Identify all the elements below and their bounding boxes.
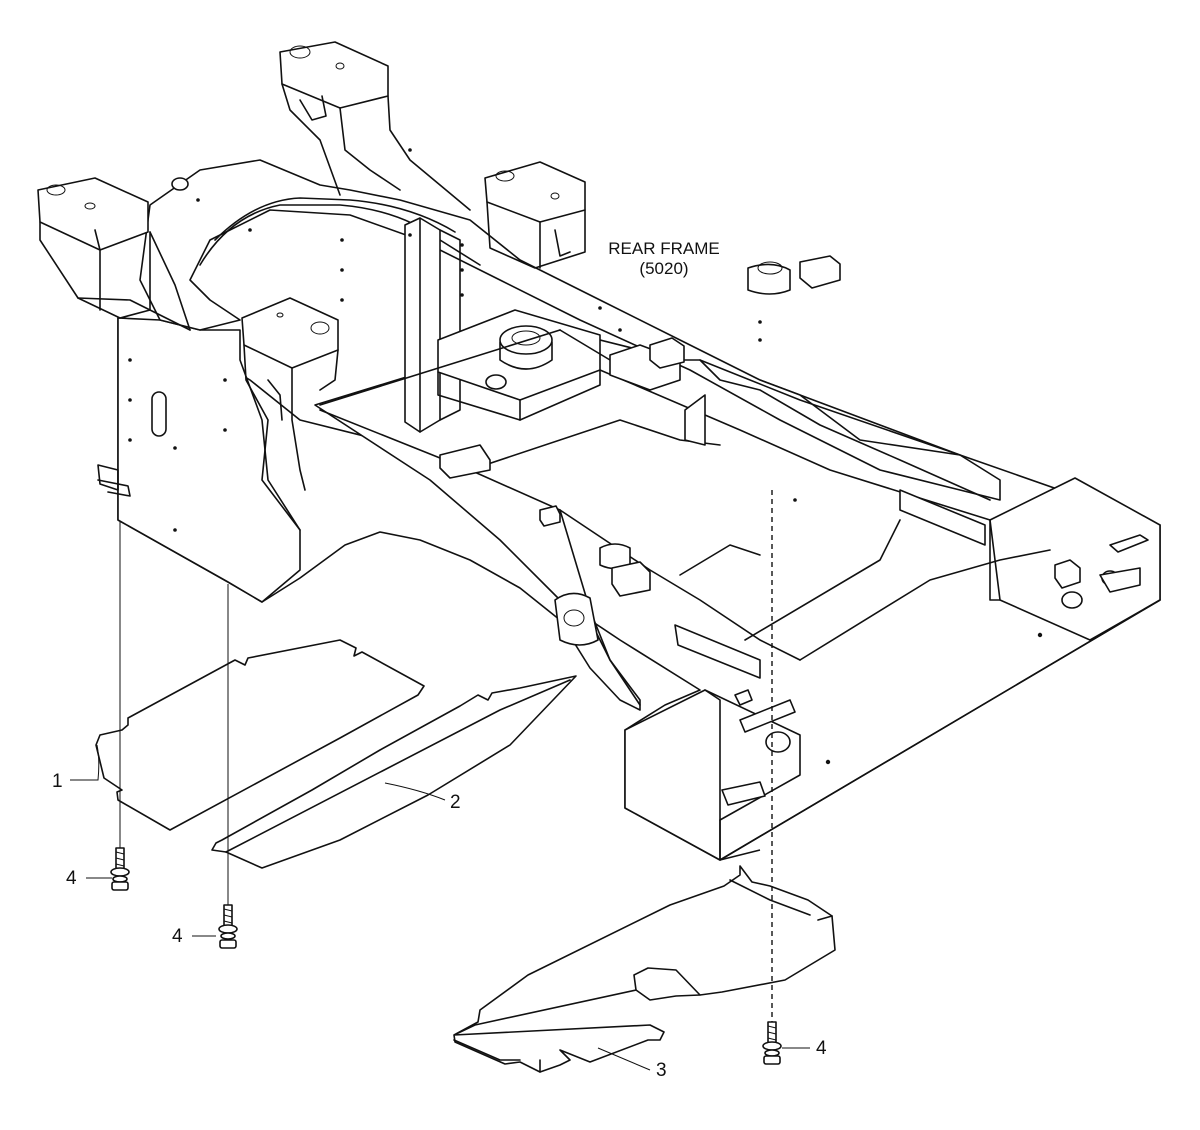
- bolt-4-left: [110, 847, 130, 891]
- rail-brackets: [439, 255, 1149, 861]
- mount-block-left: [37, 177, 191, 331]
- bolt-4-right: [762, 1021, 782, 1065]
- frame-label-line2: (5020): [639, 259, 688, 278]
- mount-block-center: [241, 297, 339, 531]
- callout-bolt-middle: 4: [172, 926, 183, 947]
- callout-bolt-right: 4: [816, 1038, 827, 1059]
- rear-frame-assembly: [37, 41, 1161, 861]
- guard-plate-1: [95, 639, 425, 831]
- center-post: [404, 217, 461, 433]
- guard-plate-2: [211, 675, 577, 869]
- callout-part-2: 2: [450, 792, 461, 813]
- mount-block-top: [279, 41, 471, 211]
- bolt-4-middle: [218, 904, 238, 949]
- callout-bolt-left: 4: [66, 868, 77, 889]
- upper-cross-beam: [139, 159, 1001, 501]
- panel-slot: [151, 391, 167, 437]
- leader-lines: [70, 744, 810, 1071]
- frame-holes: [128, 148, 1043, 765]
- callout-part-3: 3: [656, 1060, 667, 1081]
- callout-part-1: 1: [52, 771, 63, 792]
- frame-label-line1: REAR FRAME: [608, 239, 719, 258]
- guard-plate-3: [453, 865, 836, 1073]
- mount-block-right: [484, 161, 586, 269]
